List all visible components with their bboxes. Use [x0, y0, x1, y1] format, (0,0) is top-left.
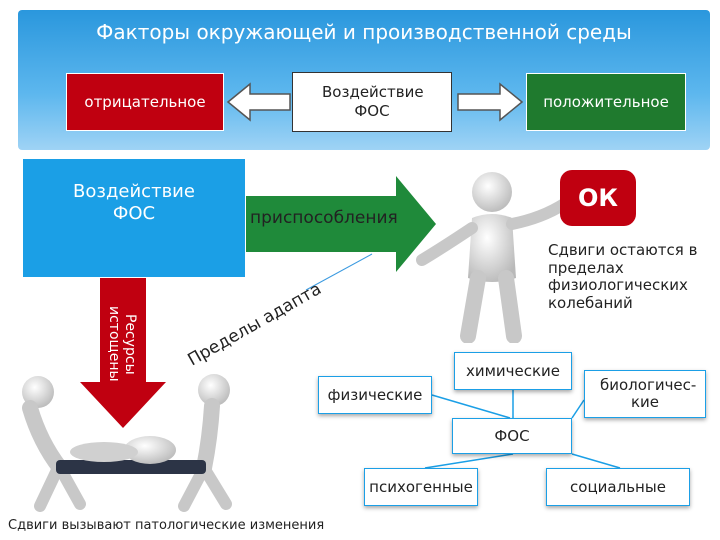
resources-arrow [80, 278, 166, 428]
fos-center-box: ФОС [452, 418, 572, 454]
right-double-arrow [457, 82, 524, 122]
chemical-factor-label: химические [465, 362, 561, 380]
factor-connectors [424, 390, 621, 469]
ok-badge: ОК [560, 170, 636, 226]
positive-box: положительное [526, 73, 686, 131]
psychogenic-factor-label: психогенные [369, 478, 473, 496]
pathology-note: Сдвиги вызывают патологические изменения [8, 518, 325, 533]
adaptation-arrow [246, 176, 436, 272]
normal-shift-note: Сдвиги остаются в пределах физиологическ… [548, 241, 698, 313]
resources-label: Ресурсы истощены [106, 306, 139, 382]
adaptation-label: приспособления [250, 208, 398, 228]
fos-impact-box: Воздействие ФОС [292, 72, 452, 132]
person-figure [416, 172, 570, 343]
page-title: Факторы окружающей и производственной ср… [96, 20, 632, 44]
social-factor-label: социальные [570, 478, 666, 496]
fos-impact-label: Воздействие ФОС [322, 82, 424, 121]
left-double-arrow [226, 82, 291, 122]
psychogenic-factor-box: психогенные [364, 468, 478, 506]
stretcher-figures [22, 374, 232, 512]
physical-factor-label: физические [327, 386, 423, 404]
biological-factor-label: биологичес-кие [600, 375, 697, 411]
adaptation-limits-line: Пределы адаптации [176, 250, 373, 370]
physical-factor-box: физические [318, 376, 432, 414]
negative-box: отрицательное [66, 73, 224, 131]
chemical-factor-box: химические [454, 352, 572, 390]
negative-label: отрицательное [84, 93, 206, 111]
social-factor-box: социальные [546, 468, 690, 506]
fos-impact-block-label: Воздействие ФОС [73, 180, 195, 225]
fos-center-label: ФОС [494, 427, 530, 445]
biological-factor-box: биологичес-кие [584, 370, 706, 418]
fos-impact-block: Воздействие ФОС [22, 158, 246, 278]
positive-label: положительное [543, 93, 669, 111]
